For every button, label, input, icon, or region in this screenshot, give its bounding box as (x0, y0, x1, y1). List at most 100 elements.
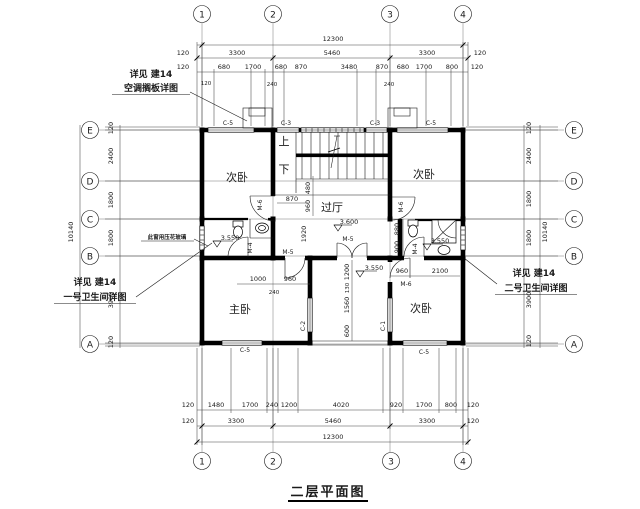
tag-m5-terrace-door: M-5 (342, 236, 353, 243)
dim-right-5: 120 (525, 335, 533, 347)
axis-bubbles-left: E D C B A (81, 121, 99, 353)
dim-bottom2-1: 3300 (228, 417, 245, 425)
dim-130: 130 (345, 282, 351, 293)
dim-right-overall: 10140 (541, 222, 549, 243)
dim-bottom1-1: 1480 (208, 401, 225, 409)
leader-window-note (193, 238, 209, 247)
dim-left-2: 1800 (107, 192, 115, 209)
tag-c5-top-right: C-5 (426, 120, 436, 127)
annotation-ac-line1: 详见 建14 (130, 68, 173, 80)
annotation-ac-shelf: 详见 建14 空调搁板详图 (112, 68, 248, 122)
bathroom-fixtures (232, 219, 457, 255)
dim-top-sub-0: 120 (201, 81, 212, 87)
axis-label-C-left: C (87, 216, 93, 226)
tag-m6-bedroom-tl: M-6 (257, 199, 264, 210)
tag-c5-bottom-right: C-5 (419, 349, 429, 356)
dim-top1-7: 680 (397, 63, 409, 71)
dim-top1-1: 680 (218, 63, 230, 71)
axis-bubbles-top: 1 2 3 4 (193, 5, 472, 23)
room-label-master: 主卧 (229, 303, 251, 316)
annotation-bath2-line2: 二号卫生间详图 (504, 282, 567, 294)
annotation-bath2-line1: 详见 建14 (513, 267, 556, 279)
dim-bottom1-6: 920 (390, 401, 402, 409)
axis-label-A-right: A (571, 341, 578, 351)
dim-1920: 1920 (300, 226, 308, 243)
dim-top2-4: 120 (474, 49, 486, 57)
dim-top-overall: 12300 (323, 35, 344, 43)
dim-left-1: 2400 (107, 148, 115, 165)
dimension-lines-right: 120 2400 1800 1800 3900 120 10140 (466, 122, 558, 348)
dim-left-0: 120 (107, 122, 115, 134)
dim-top2-3: 3300 (419, 49, 436, 57)
axis-label-4-top: 4 (460, 11, 466, 21)
axis-label-A-left: A (87, 341, 94, 351)
columns (199, 127, 466, 346)
dim-top1-4: 870 (295, 63, 307, 71)
room-label-bedroom-tl: 次卧 (226, 170, 248, 184)
axis-label-C-right: C (571, 216, 577, 226)
dim-1200: 1200 (343, 264, 351, 281)
dim-top1-8: 1700 (416, 63, 433, 71)
dim-top1-0: 120 (177, 63, 189, 71)
axis-bubbles-right: E D C B A (565, 121, 583, 353)
dimension-lines-left: 120 2400 1800 1800 3900 120 10140 (67, 122, 200, 348)
dim-right-4: 3900 (525, 292, 533, 309)
annotation-bath1-line2: 一号卫生间详图 (63, 291, 126, 303)
dim-top1-2: 1700 (245, 63, 262, 71)
dim-bottom1-8: 800 (445, 401, 457, 409)
dim-bottom1-5: 4020 (333, 401, 350, 409)
dim-right-0: 120 (525, 122, 533, 134)
doors (227, 195, 425, 279)
tag-m6-bedroom-tr: M-6 (398, 201, 405, 212)
axis-label-2-bottom: 2 (270, 458, 276, 468)
dim-bottom1-3: 240 (266, 401, 278, 409)
dimension-lines-top: 12300 120 3300 5460 3300 120 120 680 170… (177, 35, 486, 126)
axis-label-B-right: B (571, 253, 577, 263)
dim-900: 900 (393, 241, 401, 253)
dim-left-5: 120 (107, 336, 115, 348)
level-marks: 3.600 3.550 3.550 3.550 (212, 218, 450, 278)
ac-platforms (242, 107, 418, 129)
dim-top-sub-2: 240 (384, 82, 395, 88)
dim-left-3: 1800 (107, 230, 115, 247)
dim-960b: 960 (284, 275, 296, 283)
stair-down-label: 下 (279, 163, 290, 176)
dim-left-overall: 10140 (67, 222, 75, 243)
dim-480: 480 (304, 182, 312, 194)
level-bath1: 3.550 (221, 234, 240, 242)
tag-c3-top-right: C-3 (370, 120, 380, 127)
dim-top-sub-1: 240 (267, 82, 278, 88)
tag-c2-terrace-left: C-2 (300, 321, 307, 331)
axis-label-E-right: E (571, 127, 577, 137)
level-bath2: 3.550 (431, 237, 450, 245)
drawing-title: 二层平面图 (290, 485, 365, 500)
tag-c5-bottom-left: C-5 (240, 347, 250, 354)
annotation-bath1: 详见 建14 一号卫生间详图 (54, 242, 213, 304)
dim-240: 240 (269, 290, 280, 296)
dim-top1-3: 680 (275, 63, 287, 71)
annotation-frosted-window: 此窗用压花玻璃 (141, 233, 209, 247)
drawing-title-block: 二层平面图 (288, 485, 368, 502)
dim-bottom2-2: 5460 (325, 417, 342, 425)
annotation-bath1-line1: 详见 建14 (74, 276, 117, 288)
dim-bottom1-2: 1700 (242, 401, 259, 409)
dim-left-4: 3900 (107, 292, 115, 309)
dim-bottom2-0: 120 (182, 417, 194, 425)
annotation-ac-line2: 空调搁板详图 (124, 82, 178, 94)
dim-top1-6: 870 (376, 63, 388, 71)
axis-label-E-left: E (87, 127, 93, 137)
tag-c1-terrace-right: C-1 (380, 321, 387, 331)
axis-label-B-left: B (87, 253, 93, 263)
dim-bottom1-4: 1200 (281, 401, 298, 409)
axis-bubbles-bottom: 1 2 3 4 (193, 452, 472, 470)
room-label-bedroom-br: 次卧 (410, 301, 432, 315)
tag-m6-bedroom-br: M-6 (400, 281, 411, 288)
dim-top1-10: 120 (471, 63, 483, 71)
tag-m5-master-door: M-5 (282, 249, 293, 256)
room-label-hall: 过厅 (321, 201, 343, 214)
level-hall: 3.600 (340, 218, 359, 226)
axis-label-3-bottom: 3 (388, 458, 394, 468)
dim-2100: 2100 (432, 267, 449, 275)
room-label-bedroom-tr: 次卧 (413, 167, 435, 181)
staircase: 上 下 (279, 132, 390, 193)
